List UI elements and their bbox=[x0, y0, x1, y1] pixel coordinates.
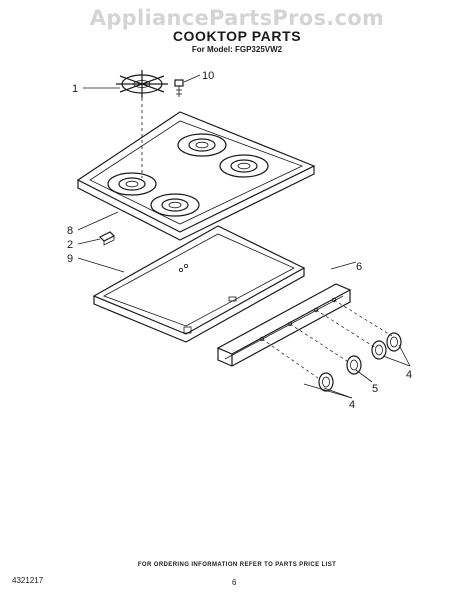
callout-5: 5 bbox=[372, 383, 378, 395]
control-knob-rear-left bbox=[371, 340, 387, 360]
page-number: 6 bbox=[232, 578, 237, 587]
callout-4-upper: 4 bbox=[406, 369, 412, 381]
cooktop-panel bbox=[76, 111, 316, 241]
model-subtitle: For Model: FGP325VW2 bbox=[191, 45, 283, 54]
screw-part bbox=[174, 79, 184, 97]
page-title: COOKTOP PARTS bbox=[172, 28, 302, 44]
callout-9: 9 bbox=[67, 253, 73, 265]
control-knob-front-left bbox=[318, 372, 334, 392]
callout-6: 6 bbox=[356, 261, 362, 273]
callout-2: 2 bbox=[67, 239, 73, 251]
burner-grate bbox=[116, 70, 168, 98]
burner-box-pan bbox=[92, 225, 306, 343]
callout-4-lower: 4 bbox=[349, 399, 355, 411]
control-panel bbox=[216, 283, 352, 367]
ordering-note: FOR ORDERING INFORMATION REFER TO PARTS … bbox=[137, 562, 337, 568]
leader-lines bbox=[77, 74, 411, 399]
burner-front-right bbox=[150, 193, 200, 217]
callout-8: 8 bbox=[67, 225, 73, 237]
bracket-part bbox=[98, 231, 116, 246]
control-knob-center bbox=[346, 355, 362, 375]
callout-10: 10 bbox=[202, 70, 214, 82]
burner-rear-right bbox=[219, 154, 269, 178]
callout-1: 1 bbox=[72, 83, 78, 95]
knob-alignment-lines bbox=[261, 299, 393, 379]
control-knob-rear-right bbox=[386, 332, 402, 352]
burner-front-left bbox=[107, 172, 157, 196]
burner-rear-left bbox=[177, 133, 227, 157]
watermark: AppliancePartsPros.com bbox=[89, 6, 385, 30]
document-number: 4321217 bbox=[12, 576, 44, 585]
